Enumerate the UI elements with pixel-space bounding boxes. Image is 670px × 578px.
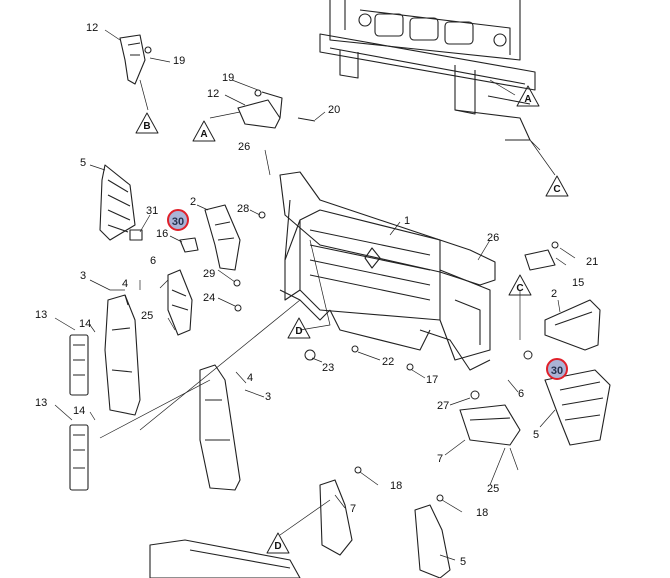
side-lamp-13-lower [69,424,89,491]
part-label-15: 15 [572,277,585,289]
lower-grille [149,539,301,578]
part-label-14: 14 [79,318,92,330]
part-label-31: 31 [146,205,159,217]
bracket-2-right [544,299,601,351]
leader-lines [54,29,576,561]
part-label-18: 18 [476,507,489,519]
callout-triangles [135,85,569,554]
callout-D: D [295,326,303,337]
callout-A: A [524,94,532,105]
callout-B: B [143,121,151,132]
part-label-1: 1 [404,215,411,227]
part-label-26: 26 [238,141,251,153]
trim-3-centre [199,364,241,491]
connector-31 [129,229,143,241]
part-label-12: 12 [86,22,99,34]
part-label-4: 4 [247,372,254,384]
step-7-right [414,504,451,578]
part-label-27: 27 [437,400,450,412]
highlight-marker-30[interactable]: 30 [546,358,568,380]
part-label-20: 20 [328,104,341,116]
part-label-28: 28 [237,203,250,215]
part-label-29: 29 [203,268,216,280]
radiator-frame-assembly [319,0,536,141]
trim-3-left [104,294,141,416]
callout-A: A [200,129,208,140]
part-label-12: 12 [207,88,220,100]
part-label-7: 7 [350,503,357,515]
part-label-C-callout-num: 6 [518,388,525,400]
bracket-12-lower [237,89,316,129]
part-label-2: 2 [190,196,197,208]
callout-C: C [516,283,524,294]
lamp-housing-5-right [544,369,611,446]
part-label-19: 19 [222,72,235,84]
part-label-23: 23 [322,362,335,374]
bracket-6-right [459,404,521,446]
part-label-21: 21 [586,256,599,268]
callout-D: D [274,541,282,552]
part-label-19: 19 [173,55,186,67]
bracket-12-upper [119,34,152,85]
bracket-15 [524,249,556,271]
part-label-5: 5 [533,429,540,441]
highlight-marker-30[interactable]: 30 [167,209,189,231]
bracket-2-left [179,204,241,271]
part-label-25: 25 [141,310,154,322]
part-label-26: 26 [487,232,500,244]
part-label-6: 6 [150,255,157,267]
part-label-24: 24 [203,292,216,304]
part-label-13: 13 [35,397,48,409]
step-7-left [319,479,353,556]
part-label-7: 5 [460,556,467,568]
part-label-5: 5 [80,157,87,169]
part-label-14: 14 [73,405,86,417]
bracket-6-left [167,269,193,336]
callout-C: C [553,184,561,195]
bolts [233,211,559,502]
part-label-6: 7 [437,453,444,465]
part-label-22: 22 [382,356,395,368]
part-label-25: 25 [487,483,500,495]
part-label-16: 16 [156,228,169,240]
part-label-3: 3 [80,270,87,282]
lamp-housing-5-left [99,164,136,241]
part-label-3: 3 [265,391,272,403]
part-label-2: 2 [551,288,558,300]
part-label-17: 17 [426,374,439,386]
side-lamp-13-upper [69,334,89,396]
part-label-18: 18 [390,480,403,492]
part-label-13: 13 [35,309,48,321]
grille-assembly-1 [279,171,496,371]
part-label-4: 4 [122,278,129,290]
